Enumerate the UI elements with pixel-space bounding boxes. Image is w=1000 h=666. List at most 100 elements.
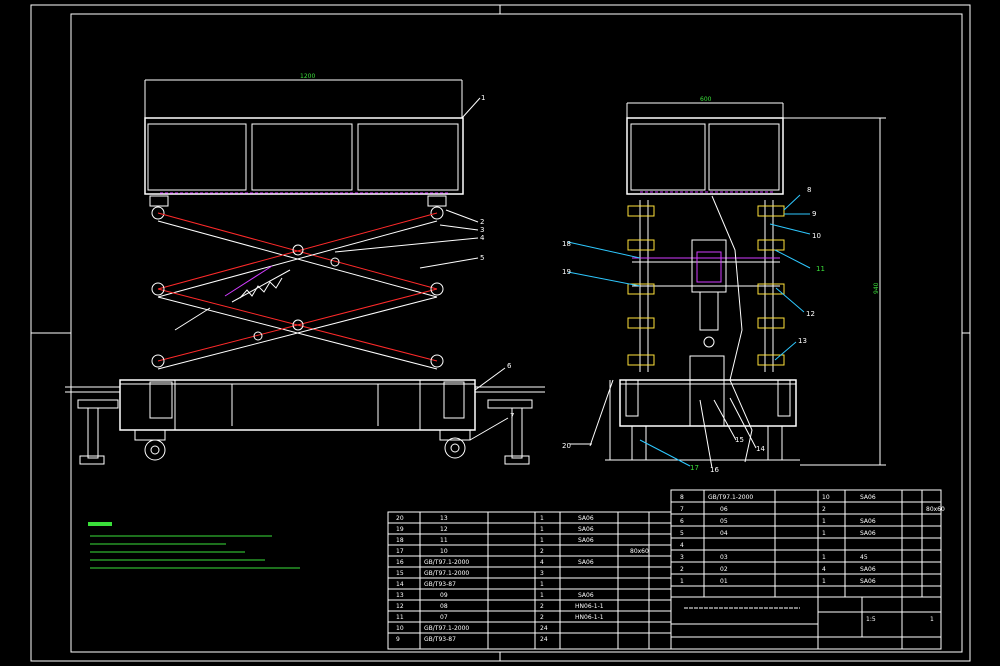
pt-no-2: 18 bbox=[396, 537, 404, 544]
pt-qty-11: 24 bbox=[540, 636, 548, 643]
tb-qty-2: 1 bbox=[822, 518, 826, 525]
pt-code-3: 10 bbox=[440, 548, 448, 555]
pt-code-11: GB/T93-87 bbox=[424, 636, 456, 643]
tb-code-0: GB/T97.1-2000 bbox=[708, 494, 753, 501]
tb-no-4: 4 bbox=[680, 542, 684, 549]
technical-notes bbox=[88, 522, 300, 569]
balloon-16: 16 bbox=[710, 466, 719, 474]
tb-mat-6: SA06 bbox=[860, 566, 876, 573]
tb-mat-5: 45 bbox=[860, 554, 868, 561]
pt-no-3: 17 bbox=[396, 548, 404, 555]
pt-mat-9: HN06-1-1 bbox=[575, 614, 604, 621]
tb-code-2: 05 bbox=[720, 518, 728, 525]
tb-scale: 1:5 bbox=[866, 616, 876, 623]
tb-no-0: 8 bbox=[680, 494, 684, 501]
pt-qty-5: 3 bbox=[540, 570, 544, 577]
pt-no-0: 20 bbox=[396, 515, 404, 522]
pt-mat-4: SA06 bbox=[578, 559, 594, 566]
pt-no-4: 16 bbox=[396, 559, 404, 566]
tb-sheet: 1 bbox=[930, 616, 934, 623]
pt-qty-3: 2 bbox=[540, 548, 544, 555]
balloon-19: 19 bbox=[562, 268, 571, 276]
tb-no-2: 6 bbox=[680, 518, 684, 525]
pt-qty-9: 2 bbox=[540, 614, 544, 621]
pt-no-10: 10 bbox=[396, 625, 404, 632]
pt-qty-6: 1 bbox=[540, 581, 544, 588]
pt-no-1: 19 bbox=[396, 526, 404, 533]
balloon-20: 20 bbox=[562, 442, 571, 450]
balloon-9: 9 bbox=[812, 210, 816, 218]
tb-qty-7: 1 bbox=[822, 578, 826, 585]
pt-qty-4: 4 bbox=[540, 559, 544, 566]
pt-qty-8: 2 bbox=[540, 603, 544, 610]
pt-code-10: GB/T97.1-2000 bbox=[424, 625, 469, 632]
pt-mat-8: HN06-1-1 bbox=[575, 603, 604, 610]
pt-mat-2: SA06 bbox=[578, 537, 594, 544]
tb-no-1: 7 bbox=[680, 506, 684, 513]
balloon-10: 10 bbox=[812, 232, 821, 240]
pt-no-11: 9 bbox=[396, 636, 400, 643]
pt-code-5: GB/T97.1-2000 bbox=[424, 570, 469, 577]
tb-mat-7: SA06 bbox=[860, 578, 876, 585]
dim-left-width: 1200 bbox=[300, 73, 315, 80]
tb-mat-0: SA06 bbox=[860, 494, 876, 501]
tb-code-6: 02 bbox=[720, 566, 728, 573]
pt-code-9: 07 bbox=[440, 614, 448, 621]
balloon-8: 8 bbox=[807, 186, 811, 194]
left-view: 1200 bbox=[65, 73, 545, 465]
dim-right-height: 940 bbox=[873, 282, 880, 294]
balloon-18: 18 bbox=[562, 240, 571, 248]
tb-qty-6: 4 bbox=[822, 566, 826, 573]
tb-note: 80x60 bbox=[926, 506, 945, 513]
pt-no-9: 11 bbox=[396, 614, 404, 621]
pt-mat-7: SA06 bbox=[578, 592, 594, 599]
pt-qty-0: 1 bbox=[540, 515, 544, 522]
pt-qty-1: 1 bbox=[540, 526, 544, 533]
dim-right-width: 600 bbox=[700, 96, 712, 103]
pt-no-5: 15 bbox=[396, 570, 404, 577]
tb-qty-5: 1 bbox=[822, 554, 826, 561]
title-block: 8 GB/T97.1-2000 10 SA06 7 06 2 80x60 6 0… bbox=[670, 489, 945, 650]
pt-no-7: 13 bbox=[396, 592, 404, 599]
pt-no-8: 12 bbox=[396, 603, 404, 610]
pt-code-0: 13 bbox=[440, 515, 448, 522]
tb-mat-3: SA06 bbox=[860, 530, 876, 537]
balloon-15: 15 bbox=[735, 436, 744, 444]
tb-no-7: 1 bbox=[680, 578, 684, 585]
pt-code-6: GB/T93-87 bbox=[424, 581, 456, 588]
balloon-1: 1 bbox=[481, 94, 485, 102]
tb-qty-3: 1 bbox=[822, 530, 826, 537]
balloon-17: 17 bbox=[690, 464, 699, 472]
pt-no-6: 14 bbox=[396, 581, 404, 588]
pt-qty-7: 1 bbox=[540, 592, 544, 599]
balloon-4: 4 bbox=[480, 234, 485, 242]
tb-code-3: 04 bbox=[720, 530, 728, 537]
tb-qty-1: 2 bbox=[822, 506, 826, 513]
pt-note-3: 80x60 bbox=[630, 548, 649, 555]
pt-code-1: 12 bbox=[440, 526, 448, 533]
balloon-3: 3 bbox=[480, 226, 484, 234]
tb-mat-2: SA06 bbox=[860, 518, 876, 525]
pt-mat-1: SA06 bbox=[578, 526, 594, 533]
pt-qty-10: 24 bbox=[540, 625, 548, 632]
pt-code-7: 09 bbox=[440, 592, 448, 599]
tb-code-1: 06 bbox=[720, 506, 728, 513]
balloon-11: 11 bbox=[816, 265, 825, 273]
balloon-14: 14 bbox=[756, 445, 765, 453]
right-view: 600 940 bbox=[562, 96, 886, 474]
balloon-13: 13 bbox=[798, 337, 807, 345]
tb-qty-0: 10 bbox=[822, 494, 830, 501]
pt-qty-2: 1 bbox=[540, 537, 544, 544]
balloon-6: 6 bbox=[507, 362, 512, 370]
tb-no-5: 3 bbox=[680, 554, 684, 561]
tb-code-7: 01 bbox=[720, 578, 728, 585]
balloon-2: 2 bbox=[480, 218, 484, 226]
tb-no-3: 5 bbox=[680, 530, 684, 537]
balloon-5: 5 bbox=[480, 254, 484, 262]
pt-code-8: 08 bbox=[440, 603, 448, 610]
balloon-12: 12 bbox=[806, 310, 815, 318]
sheet-border bbox=[30, 4, 971, 662]
balloon-7: 7 bbox=[510, 412, 514, 420]
tb-code-5: 03 bbox=[720, 554, 728, 561]
